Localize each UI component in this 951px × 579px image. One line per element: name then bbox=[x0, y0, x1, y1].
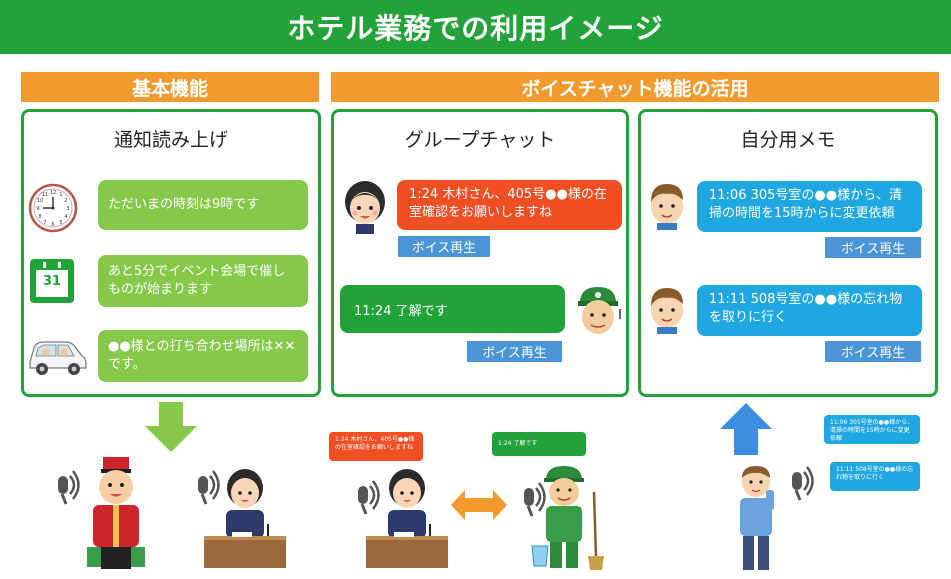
voice-play-button-1[interactable]: ボイス再生 bbox=[398, 236, 490, 257]
down-arrow-icon bbox=[145, 402, 197, 452]
svg-text:12: 12 bbox=[50, 190, 56, 196]
svg-text:8: 8 bbox=[38, 214, 41, 220]
svg-text:1: 1 bbox=[59, 192, 62, 198]
voice-chat-band: ボイスチャット機能の活用 bbox=[331, 72, 939, 102]
headset-signal-icon-5 bbox=[782, 462, 818, 502]
cleaner-avatar-icon bbox=[572, 283, 624, 337]
notify-panel-title: 通知読み上げ bbox=[113, 129, 228, 151]
staff-avatar-icon-1 bbox=[645, 180, 689, 230]
notify-message-meeting: ●●様との打ち合わせ場所は✕✕です。 bbox=[98, 330, 308, 382]
calendar-day: 31 bbox=[42, 274, 62, 289]
notify-message-time: ただいまの時刻は9時です bbox=[98, 180, 308, 230]
small-memo-bubble-2: 11:11 508号室の●●様の忘れ物を取りに行く bbox=[830, 462, 920, 491]
svg-text:9: 9 bbox=[36, 206, 39, 212]
svg-text:6: 6 bbox=[51, 222, 54, 228]
svg-text:4: 4 bbox=[64, 214, 67, 220]
small-memo-bubble-1: 11:06 305号室の●●様から、清掃の時間を15時からに変更依頼 bbox=[824, 415, 920, 444]
headset-signal-icon-2 bbox=[188, 466, 224, 506]
page-title: ホテル業務での利用イメージ bbox=[0, 0, 951, 54]
receptionist-desk-illustration-1 bbox=[202, 466, 288, 570]
svg-text:5: 5 bbox=[59, 220, 62, 226]
voice-play-button-2[interactable]: ボイス再生 bbox=[467, 341, 562, 362]
calendar-icon bbox=[29, 258, 75, 304]
voice-play-button-3[interactable]: ボイス再生 bbox=[825, 237, 921, 258]
memo-message-lost-item: 11:11 508号室の●●様の忘れ物を取りに行く bbox=[697, 285, 922, 336]
staff-standing-illustration bbox=[726, 462, 786, 574]
svg-text:2: 2 bbox=[64, 198, 67, 204]
group-chat-panel-title: グループチャット bbox=[404, 129, 556, 151]
svg-text:10: 10 bbox=[37, 198, 43, 204]
notify-message-event: あと5分でイベント会場で催しものが始まります bbox=[98, 255, 308, 307]
headset-signal-icon-4 bbox=[514, 478, 550, 518]
memo-panel-title: 自分用メモ bbox=[740, 129, 836, 151]
receptionist-avatar-icon bbox=[340, 178, 390, 234]
small-reply-bubble: 1:24 了解です bbox=[492, 432, 586, 456]
svg-text:11: 11 bbox=[42, 192, 48, 198]
group-chat-message-reply: 11:24 了解です bbox=[340, 285, 565, 333]
small-request-bubble: 1:24 木村さん、405号●●様の在室確認をお願いしますね bbox=[329, 432, 423, 461]
up-arrow-icon bbox=[720, 403, 772, 455]
memo-message-cleaning: 11:06 305号室の●●様から、清掃の時間を15時からに変更依頼 bbox=[697, 181, 922, 232]
receptionist-desk-illustration-2 bbox=[364, 466, 450, 570]
svg-text:7: 7 bbox=[43, 220, 46, 226]
staff-avatar-icon-2 bbox=[645, 284, 689, 334]
headset-signal-icon-3 bbox=[348, 476, 384, 516]
headset-signal-icon-1 bbox=[48, 466, 84, 506]
svg-text:3: 3 bbox=[66, 206, 69, 212]
bidirectional-arrow-icon bbox=[451, 490, 507, 520]
bellboy-illustration bbox=[85, 455, 147, 573]
car-icon bbox=[26, 332, 88, 378]
group-chat-message-request: 1:24 木村さん、405号●●様の在室確認をお願いしますね bbox=[397, 180, 622, 230]
basic-function-band: 基本機能 bbox=[21, 72, 319, 102]
voice-play-button-4[interactable]: ボイス再生 bbox=[825, 341, 921, 362]
cleaner-illustration bbox=[530, 462, 606, 572]
